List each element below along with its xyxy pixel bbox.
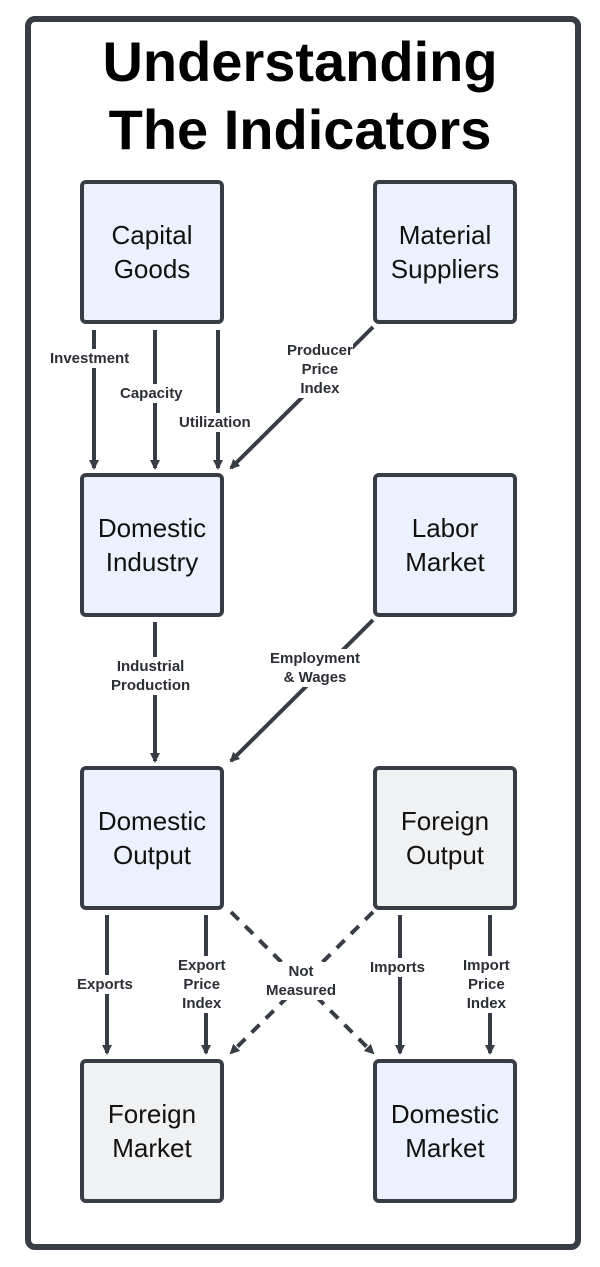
edge-label-line: Industrial	[116, 658, 185, 675]
edge-label-line: Index	[466, 995, 506, 1012]
edge-label-not-measured: Not Measured	[264, 962, 339, 1000]
edge-label-line: Index	[300, 380, 340, 397]
node-label: Goods	[113, 254, 191, 284]
node-domestic-output: Domestic Output	[80, 766, 224, 910]
node-foreign-market: Foreign Market	[80, 1059, 224, 1203]
node-label: Output	[405, 840, 485, 870]
node-domestic-market: Domestic Market	[373, 1059, 517, 1203]
node-foreign-output: Foreign Output	[373, 766, 517, 910]
edge-label-line: Producer	[287, 342, 353, 359]
node-label: Output	[112, 840, 192, 870]
node-label: Market	[112, 1133, 192, 1163]
node-label: Material	[398, 220, 492, 250]
edge-label-line: & Wages	[283, 669, 347, 686]
edge-label-exports: Exports	[77, 975, 133, 994]
edge-label-investment: Investment	[50, 349, 130, 368]
node-label: Market	[405, 1133, 485, 1163]
edge-label-import-price-index: Import Price Index	[463, 956, 510, 1013]
diagram-title: Understanding The Indicators	[0, 28, 600, 164]
edge-label-line: Not	[288, 963, 314, 980]
employment-wages-arrow	[229, 618, 375, 763]
edge-label-capacity: Capacity	[120, 384, 183, 403]
edge-label-line: Export	[178, 957, 226, 974]
node-label: Foreign	[107, 1099, 197, 1129]
node-label: Market	[405, 547, 485, 577]
title-line-1: Understanding	[102, 30, 498, 93]
edge-label-line: Price	[467, 976, 505, 993]
node-label: Domestic	[390, 1099, 500, 1129]
node-labor-market: Labor Market	[373, 473, 517, 617]
node-label: Domestic	[97, 806, 207, 836]
node-domestic-industry: Domestic Industry	[80, 473, 224, 617]
node-label: Labor	[411, 513, 479, 543]
edge-label-utilization: Utilization	[179, 413, 251, 432]
edge-label-line: Index	[182, 995, 222, 1012]
node-label: Foreign	[400, 806, 490, 836]
node-label: Suppliers	[390, 254, 500, 284]
node-capital-goods: Capital Goods	[80, 180, 224, 324]
edge-label-line: Price	[301, 361, 339, 378]
edge-label-line: Measured	[266, 982, 337, 999]
title-line-2: The Indicators	[108, 98, 492, 161]
edge-label-imports: Imports	[370, 958, 426, 977]
node-material-suppliers: Material Suppliers	[373, 180, 517, 324]
node-label: Capital	[111, 220, 193, 250]
edge-label-line: Production	[111, 677, 191, 694]
edge-label-producer-price-index: Producer Price Index	[287, 341, 353, 398]
edge-label-industrial-production: Industrial Production	[111, 657, 191, 695]
edge-label-line: Import	[463, 957, 510, 974]
edge-label-line: Employment	[270, 650, 361, 667]
edge-label-employment-wages: Employment & Wages	[270, 649, 361, 687]
node-label: Industry	[105, 547, 199, 577]
edge-label-line: Price	[183, 976, 221, 993]
edge-label-export-price-index: Export Price Index	[178, 956, 226, 1013]
node-label: Domestic	[97, 513, 207, 543]
